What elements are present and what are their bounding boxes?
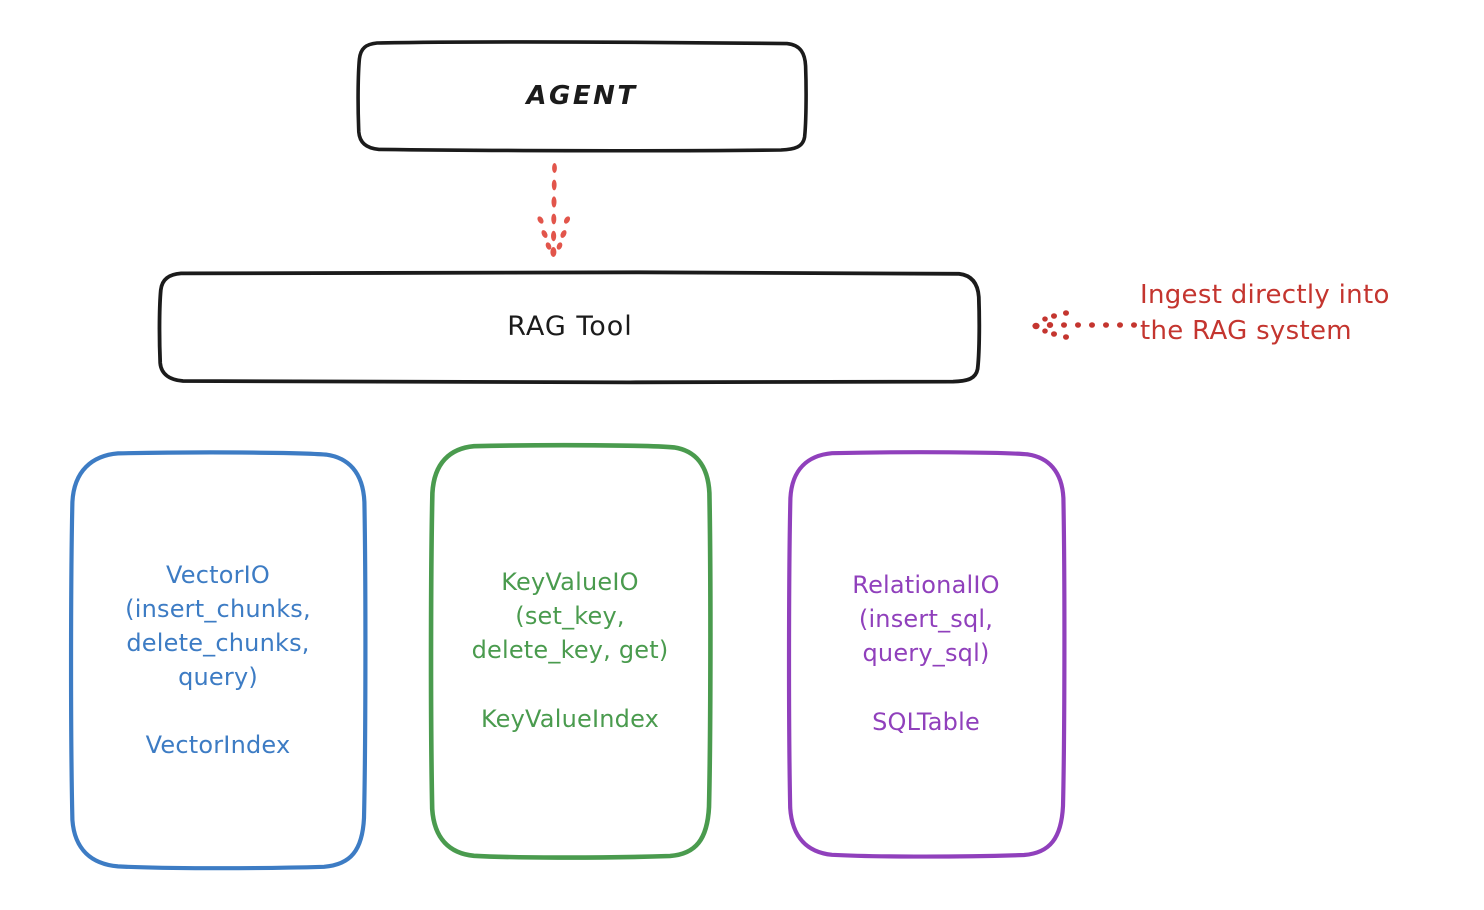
node-key-value-io[interactable]: KeyValueIO (set_key, delete_key, get) Ke… [428, 442, 713, 860]
node-vector-io[interactable]: VectorIO (insert_chunks, delete_chunks, … [68, 450, 368, 871]
key-value-io-label: KeyValueIO (set_key, delete_key, get) Ke… [471, 568, 669, 733]
ingest-annotation-text: Ingest directly into the RAG system [1140, 280, 1390, 346]
node-agent[interactable]: AGENT [356, 40, 808, 153]
relational-io-label: RelationalIO (insert_sql, query_sql) SQL… [852, 571, 1000, 736]
node-rag-tool[interactable]: RAG Tool [157, 270, 983, 385]
node-relational-io[interactable]: RelationalIO (insert_sql, query_sql) SQL… [786, 450, 1067, 859]
dotted-down-arrow-icon [537, 163, 571, 257]
rag-tool-label: RAG Tool [507, 311, 633, 343]
agent-label: AGENT [526, 80, 638, 111]
dotted-left-arrow-icon [1032, 310, 1137, 340]
vector-io-label: VectorIO (insert_chunks, delete_chunks, … [125, 560, 311, 760]
